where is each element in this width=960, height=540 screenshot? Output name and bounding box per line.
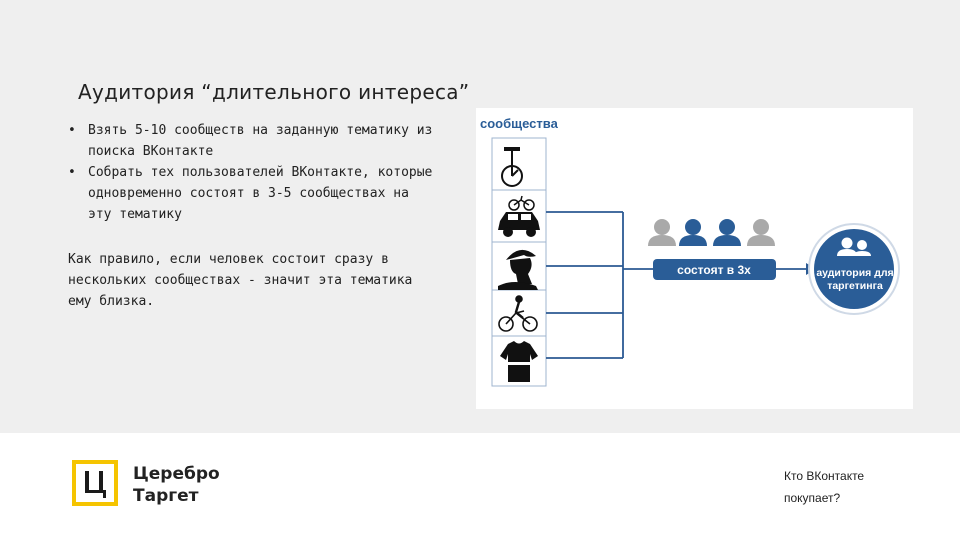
bullet-item: • Собрать тех пользователей ВКонтакте, к… <box>68 162 438 225</box>
explanation-paragraph: Как правило, если человек состоит сразу … <box>68 249 413 312</box>
person-icon <box>648 219 676 246</box>
bullet-list: • Взять 5-10 сообществ на заданную темат… <box>68 120 438 225</box>
membership-label: состоят в 3х <box>677 263 751 277</box>
bullet-marker: • <box>68 120 88 162</box>
audience-label-line2: таргетинга <box>827 280 883 292</box>
diagram-svg: сообщества <box>476 108 913 409</box>
person-icon <box>747 219 775 246</box>
people-group <box>648 219 775 246</box>
person-icon <box>713 219 741 246</box>
question-line: покупает? <box>784 487 904 509</box>
brand-logo-icon <box>72 460 118 506</box>
bullet-marker: • <box>68 162 88 225</box>
connector-lines <box>546 212 814 358</box>
brand-name: Церебро Таргет <box>133 463 220 507</box>
audience-label-line1: аудитория для <box>816 267 893 279</box>
bullet-text: Собрать тех пользователей ВКонтакте, кот… <box>88 162 438 225</box>
bullet-text: Взять 5-10 сообществ на заданную тематик… <box>88 120 438 162</box>
person-icon <box>679 219 707 246</box>
audience-diagram: сообщества <box>476 108 913 409</box>
question-line: Кто ВКонтакте <box>784 465 904 487</box>
community-list <box>492 138 546 386</box>
bullet-item: • Взять 5-10 сообществ на заданную темат… <box>68 120 438 162</box>
brand-line: Таргет <box>133 485 220 507</box>
brand-line: Церебро <box>133 463 220 485</box>
target-audience-badge: аудитория для таргетинга <box>809 224 899 314</box>
communities-label: сообщества <box>480 116 559 131</box>
footer-question: Кто ВКонтакте покупает? <box>784 465 904 509</box>
slide-title: Аудитория “длительного интереса” <box>78 80 469 104</box>
